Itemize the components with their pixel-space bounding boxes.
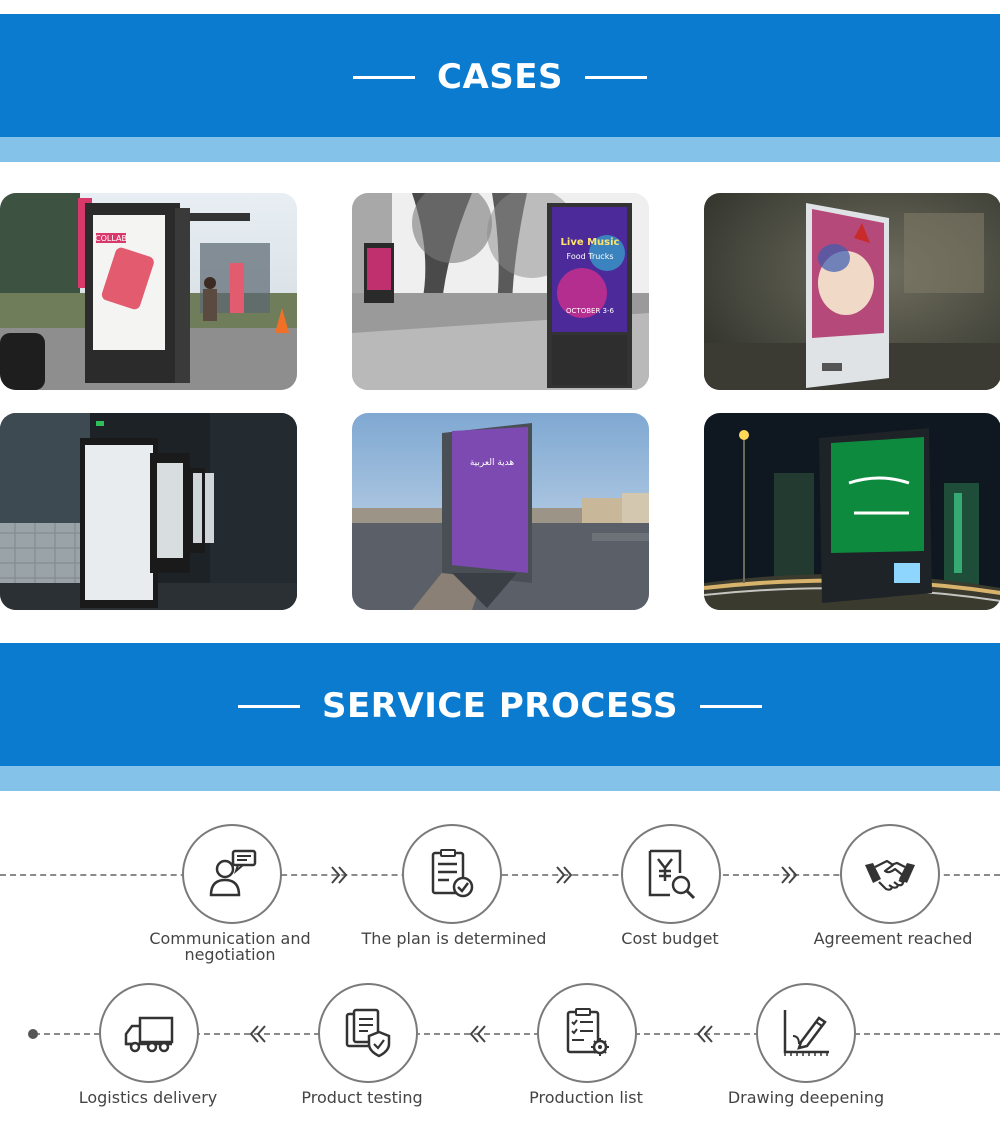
step-label-drawing: Drawing deepening [727,1088,885,1107]
case-image-bus-shelter[interactable]: COLLAB [0,193,297,390]
case-image-live-music-kiosk[interactable]: Live Music Food Trucks OCTOBER 3-6 [352,193,649,390]
cases-header: CASES [0,0,1000,162]
process-header-stripe [0,766,1000,791]
chevron-left-icon [249,1025,266,1043]
live-music-screen-text: Live Music [561,237,620,248]
communication-icon [209,849,257,897]
step-label-agreement: Agreement reached [813,929,973,948]
arabic-text-line: هدية العربية [470,458,515,468]
production-list-icon [566,1008,609,1056]
step-label-product-testing: Product testing [301,1088,423,1107]
process-header-band [0,643,1000,766]
chevron-right-icon [331,866,348,884]
process-start-dot [28,1029,38,1039]
title-line-right [700,704,762,708]
drawing-icon [783,1010,829,1056]
chevron-right-icon [781,866,798,884]
chevron-right-icon [556,866,573,884]
case-image-roadside-billboard[interactable]: هدية العربية [352,413,649,610]
title-line-right [584,75,647,79]
case-image-indoor-dessert-kiosk[interactable] [704,193,1000,390]
step-label-communication-2: negotiation [184,945,276,964]
title-line-left [238,704,300,708]
cases-header-band [0,14,1000,137]
case-image-night-billboard[interactable] [704,413,1000,610]
october-screen-text: OCTOBER 3-6 [566,307,614,315]
case-image-warehouse-kiosks[interactable] [0,413,297,610]
step-communication[interactable] [182,824,282,924]
chevron-left-icon [696,1025,713,1043]
plan-clipboard-icon [431,849,474,898]
product-testing-icon [345,1008,391,1058]
truck-icon [124,1016,174,1053]
cost-budget-icon [648,849,696,900]
chevron-left-icon [469,1025,486,1043]
process-row2-line [34,1033,1000,1035]
step-product-testing[interactable] [318,983,418,1083]
step-label-logistics: Logistics delivery [78,1088,218,1107]
step-drawing[interactable] [756,983,856,1083]
cases-title: CASES [437,57,563,97]
step-production-list[interactable] [537,983,637,1083]
food-trucks-screen-text: Food Trucks [567,252,614,261]
process-header: SERVICE PROCESS [0,643,1000,791]
step-cost-budget[interactable] [621,824,721,924]
title-line-left [353,75,416,79]
step-plan[interactable] [402,824,502,924]
step-label-cost-budget: Cost budget [621,929,719,948]
step-agreement[interactable] [840,824,940,924]
collab-screen-text: COLLAB [95,234,127,243]
step-logistics[interactable] [99,983,199,1083]
step-label-production-list: Production list [529,1088,643,1107]
handshake-icon [865,859,915,891]
cases-header-stripe [0,137,1000,162]
process-title: SERVICE PROCESS [322,686,678,726]
step-label-communication: Communication and [149,929,311,948]
step-label-plan: The plan is determined [361,929,547,948]
